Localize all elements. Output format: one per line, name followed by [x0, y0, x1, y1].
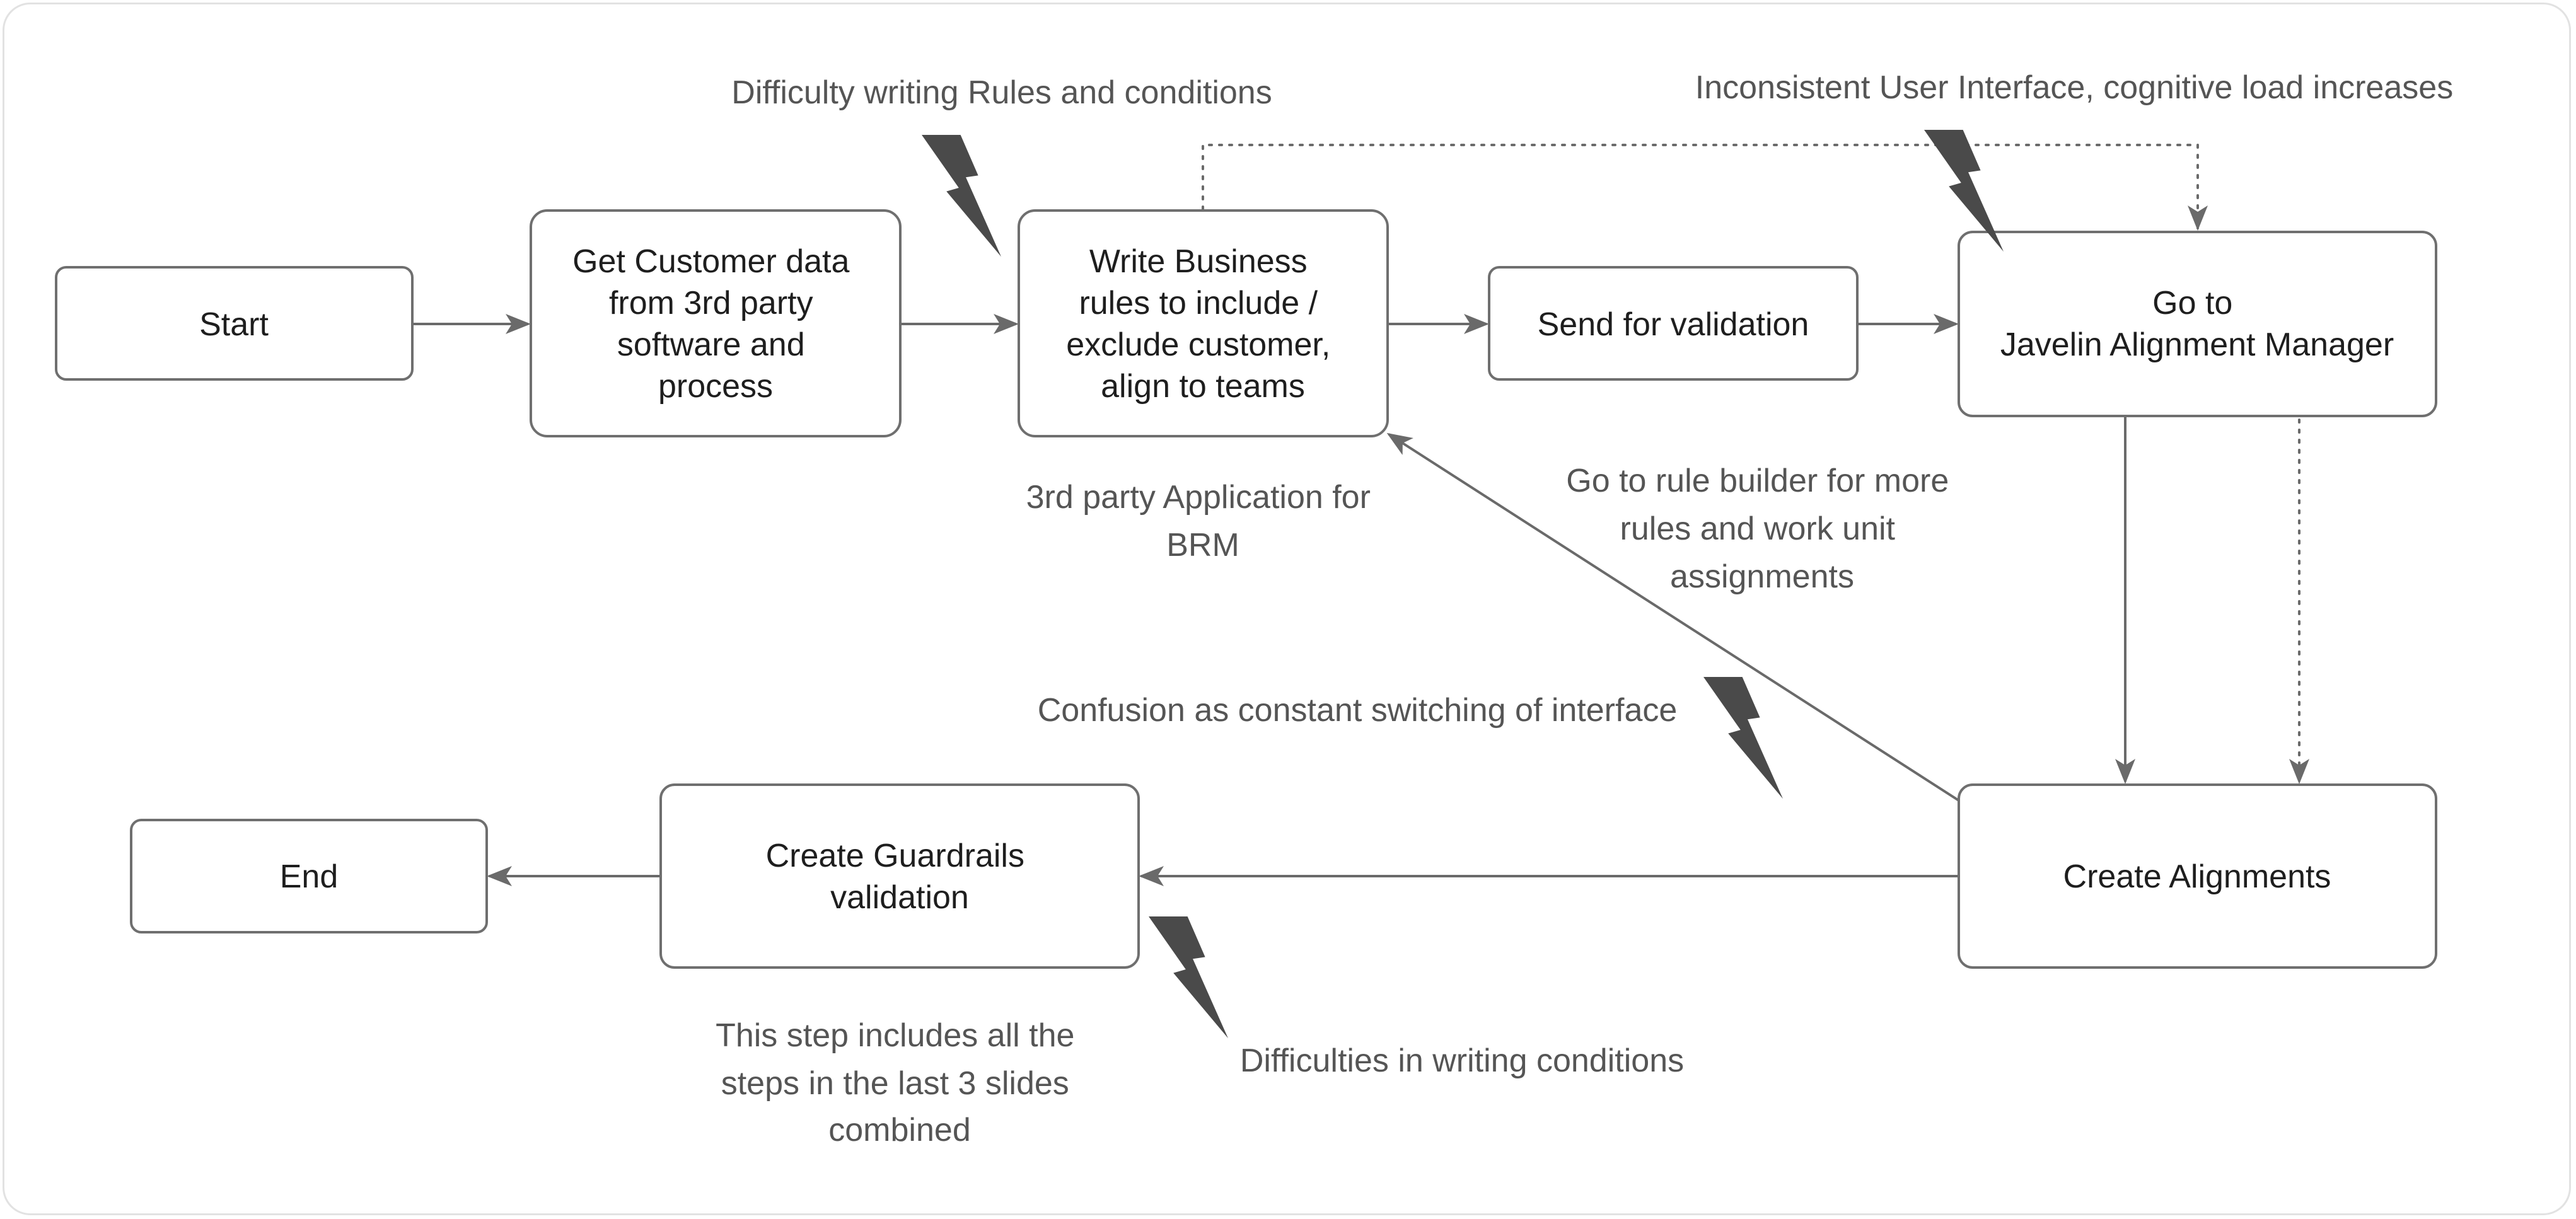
note-confusion-switching: Confusion as constant switching of inter… [1038, 692, 1678, 729]
node-go-to-jam: Go to Javelin Alignment Manager [1958, 231, 2437, 417]
node-start: Start [55, 266, 414, 381]
node-go-to-jam-line-1: Go to [2152, 285, 2232, 321]
note-step-includes-line-1: This step includes all the [716, 1017, 1074, 1054]
note-third-party-brm: 3rd party Application for BRM [1026, 479, 1380, 563]
svg-text:Get Customer data from 3: Get Customer data from 3rd party softwar… [572, 243, 859, 405]
node-get-data-line-3: software and [617, 326, 805, 363]
node-end-label: End [280, 858, 339, 895]
node-end: End [130, 819, 488, 933]
node-write-rules-line-1: Write Business [1089, 243, 1308, 280]
node-get-customer-data: Get Customer data from 3rd party softwar… [530, 209, 902, 437]
edge-create-alignments-to-write-rules [1386, 432, 1960, 802]
node-write-business-rules: Write Business rules to include / exclud… [1018, 209, 1389, 437]
edge-dotted-write-rules-to-go-to-jam [1202, 144, 2208, 231]
svg-text:Write Business rules to: Write Business rules to include / exclud… [1066, 243, 1340, 405]
lightning-bolt-icon [1924, 130, 2004, 252]
lightning-bolt-icon [1703, 677, 1783, 799]
diagram-frame [3, 3, 2571, 1215]
node-send-validation-label: Send for validation [1538, 306, 1809, 343]
node-guardrails-line-2: validation [830, 879, 969, 916]
node-get-data-line-1: Get Customer data [572, 243, 849, 280]
lightning-bolt-icon [1149, 916, 1228, 1039]
node-write-rules-line-3: exclude customer, [1066, 326, 1330, 363]
node-write-rules-line-4: align to teams [1101, 368, 1305, 405]
svg-text:Create Guardrails valida: Create Guardrails validation [766, 838, 1034, 916]
node-create-alignments-label: Create Alignments [2063, 858, 2331, 895]
note-step-includes-line-3: combined [828, 1112, 970, 1148]
node-send-for-validation: Send for validation [1488, 266, 1859, 381]
node-create-guardrails: Create Guardrails validation [659, 783, 1140, 969]
lightning-bolt-icon [922, 135, 1001, 257]
node-guardrails-line-1: Create Guardrails [766, 838, 1024, 874]
note-rule-builder-line-1: Go to rule builder for more [1566, 463, 1949, 499]
note-rule-builder-line-2: rules and work unit [1620, 511, 1896, 547]
note-step-includes-line-2: steps in the last 3 slides [721, 1065, 1069, 1102]
node-write-rules-line-2: rules to include / [1079, 285, 1318, 321]
node-get-data-line-2: from 3rd party [609, 285, 813, 321]
node-start-label: Start [199, 306, 269, 343]
note-step-includes: This step includes all the steps in the … [716, 1017, 1084, 1148]
note-rule-builder: Go to rule builder for more rules and wo… [1566, 463, 1958, 595]
note-third-party-brm-line-2: BRM [1166, 527, 1239, 563]
node-create-alignments: Create Alignments [1958, 783, 2437, 969]
note-inconsistent-ui: Inconsistent User Interface, cognitive l… [1695, 69, 2453, 106]
note-difficulty-writing-rules: Difficulty writing Rules and conditions [731, 74, 1272, 111]
svg-text:Go to Javelin Alignment: Go to Javelin Alignment Manager [2000, 285, 2394, 363]
note-difficulties-conditions: Difficulties in writing conditions [1240, 1043, 1684, 1079]
note-third-party-brm-line-1: 3rd party Application for [1026, 479, 1371, 516]
note-rule-builder-line-3: assignments [1670, 558, 1854, 595]
node-get-data-line-4: process [658, 368, 773, 405]
node-go-to-jam-line-2: Javelin Alignment Manager [2000, 326, 2394, 363]
